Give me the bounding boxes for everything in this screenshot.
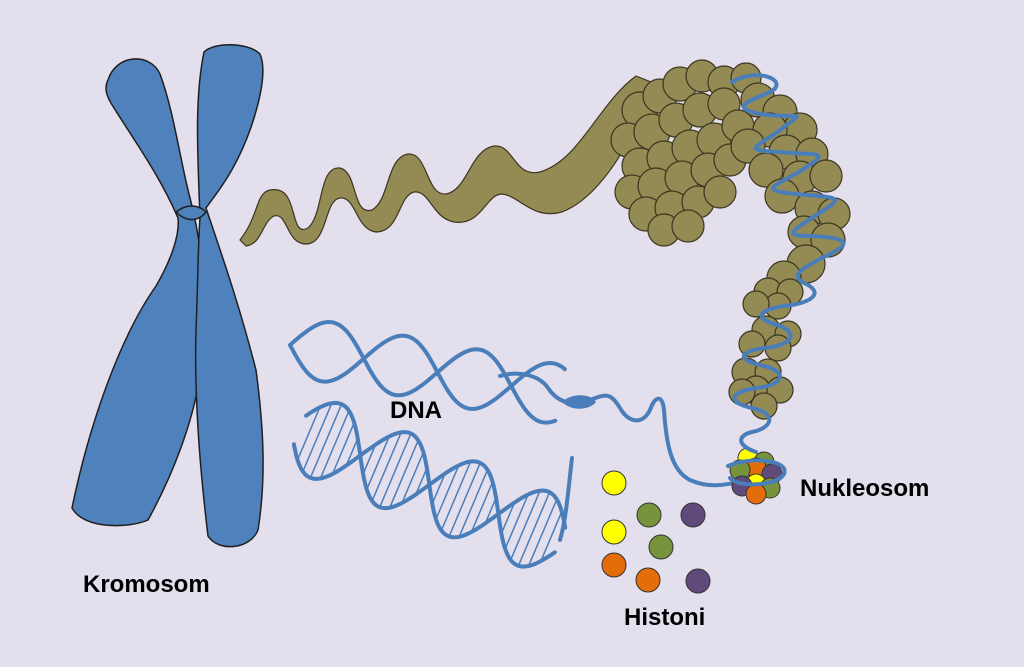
chromatin-bead [703, 175, 737, 209]
dna-base-pair [296, 407, 321, 461]
chromatin-bead [764, 178, 800, 214]
chromatin-fiber [239, 75, 657, 247]
dna-base-pair [509, 490, 541, 561]
dna-linker-strand [498, 371, 748, 488]
chromatin-bead [809, 159, 843, 193]
free-histones [601, 470, 711, 594]
nucleosome-core [726, 447, 787, 505]
dna-base-pair [470, 481, 494, 533]
dna-base-pair [500, 502, 516, 534]
dna-base-pair [371, 432, 402, 502]
free-histone [635, 567, 661, 593]
dna-base-pair [435, 465, 460, 520]
condensed-fiber-beads [610, 59, 851, 420]
dna-base-pair [527, 499, 558, 567]
chromosome-left-chromatid [71, 58, 206, 527]
chromatin-bead [750, 392, 778, 420]
dna-base-pair [401, 452, 425, 504]
label-histones: Histoni [624, 604, 705, 631]
dna-base-pair [415, 467, 428, 495]
dna-base-pair [504, 494, 529, 550]
nucleosome-coil-strand [730, 73, 846, 454]
dna-base-pair [302, 402, 333, 472]
dna-strand [288, 319, 558, 425]
free-histone [601, 519, 627, 545]
dna-base-pair [540, 511, 563, 562]
dna-strand [288, 333, 567, 411]
dna-base-pair [517, 491, 551, 567]
dna-strand [304, 400, 557, 569]
chromosome [71, 44, 264, 548]
free-histone [636, 502, 662, 528]
nucleosome-dna-wrap [726, 458, 787, 487]
dna-strand-end [558, 456, 574, 542]
dna-base-pair [379, 433, 412, 508]
dna-base-pair [389, 440, 419, 508]
chromatin-bead [748, 152, 784, 188]
chromatin-bead [742, 290, 770, 318]
free-histone [648, 534, 674, 560]
label-nucleosome: Nukleosom [800, 475, 929, 502]
free-histone [685, 568, 711, 594]
chromatin-bead [738, 330, 766, 358]
dna-blob [562, 395, 596, 409]
dna-base-pair [440, 461, 472, 531]
nucleosome-histone [745, 483, 767, 505]
centromere [174, 205, 208, 221]
dna-base-pair [484, 497, 497, 524]
free-histone [601, 470, 627, 496]
dna-base-pair [362, 444, 377, 475]
chromosome-right-chromatid [194, 44, 264, 548]
dna-base-pair [448, 462, 481, 537]
dna-base-pair [366, 436, 390, 490]
dna-base-pair [319, 410, 350, 479]
free-histone [601, 552, 627, 578]
dna-double-helix [288, 319, 574, 569]
chromatin-bead [730, 128, 766, 164]
dna-base-pair [431, 473, 446, 505]
label-chromosome: Kromosom [83, 571, 210, 598]
dna-base-pair [345, 438, 359, 466]
dna-base-pair [458, 469, 489, 538]
label-dna: DNA [390, 397, 442, 424]
chromatin-bead [671, 209, 705, 243]
free-histone [680, 502, 706, 528]
dna-base-pair [309, 403, 343, 479]
dna-base-pair [331, 422, 355, 475]
